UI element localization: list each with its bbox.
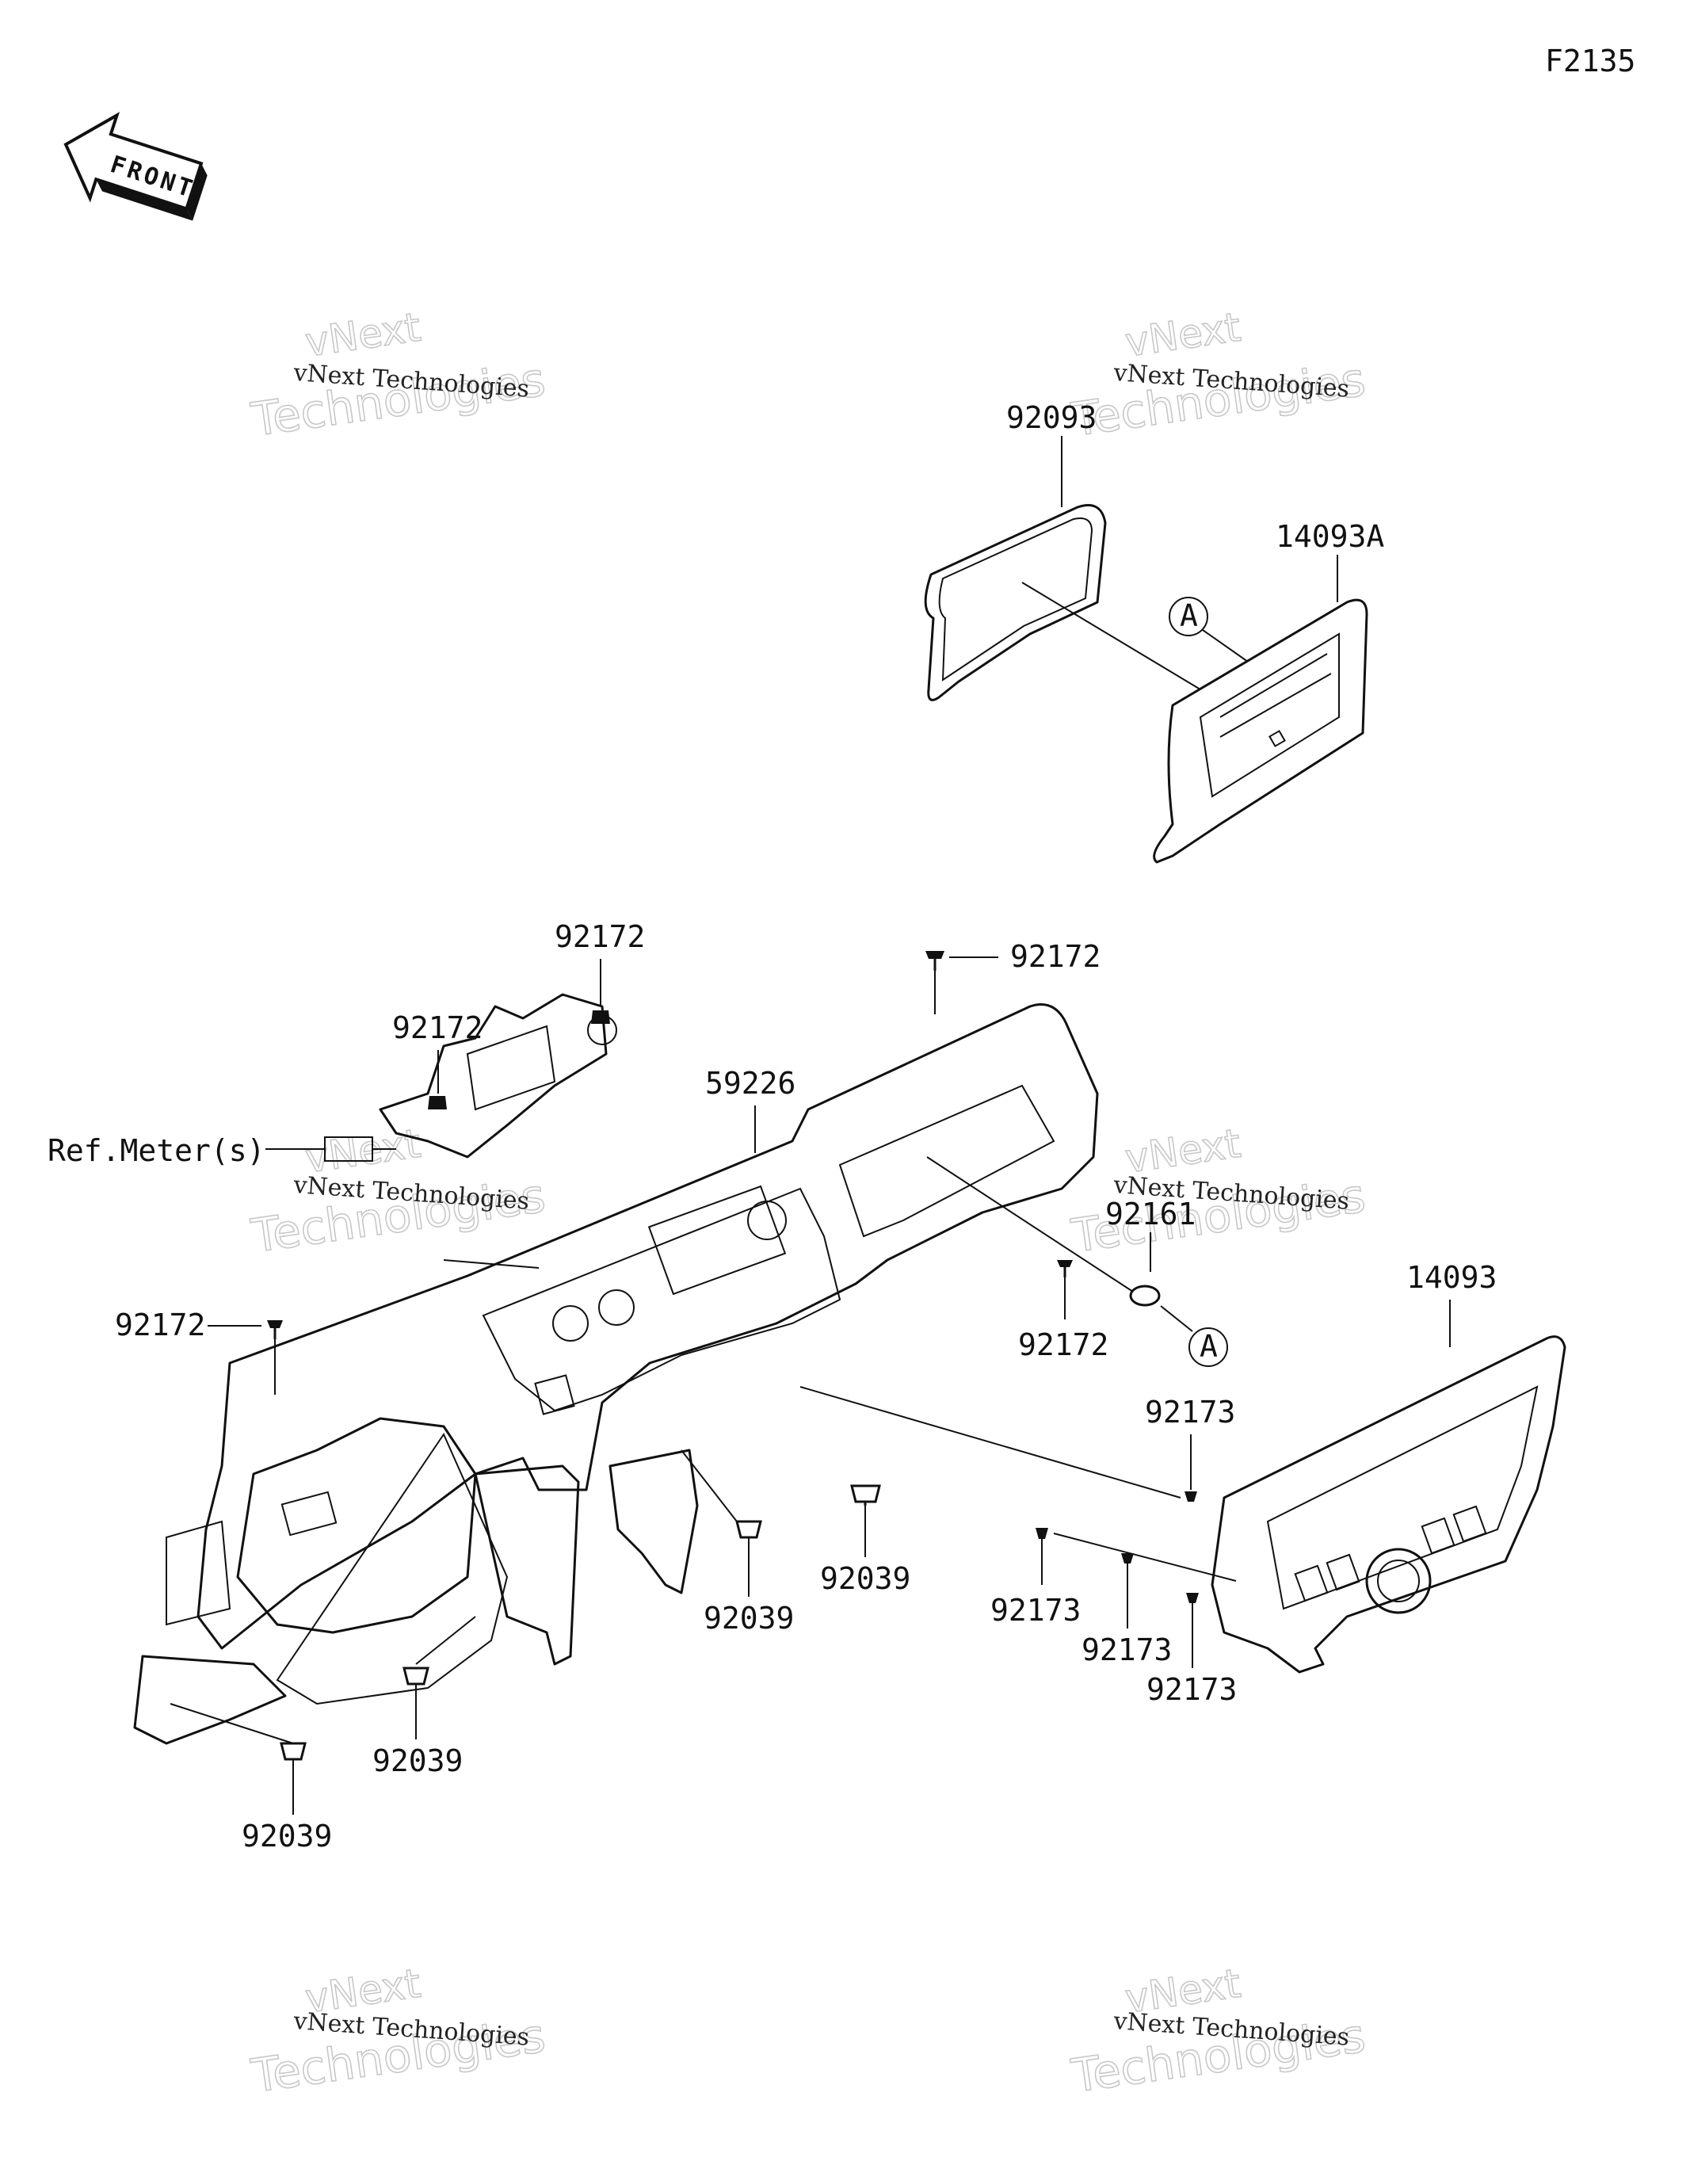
screw-icon — [1057, 1260, 1073, 1277]
circle-ref-a-top — [1169, 597, 1208, 636]
nut-icon — [428, 1096, 447, 1109]
callout-92172-top-right: 92172 — [1010, 939, 1101, 974]
svg-text:vNext: vNext — [1123, 304, 1244, 366]
callout-92039-low: 92039 — [372, 1743, 463, 1778]
callout-92172-upper-left: 92172 — [392, 1010, 483, 1045]
fastener-icon — [850, 1484, 881, 1506]
callout-92172-mid-right: 92172 — [1018, 1327, 1108, 1362]
callout-92161: 92161 — [1105, 1197, 1196, 1231]
clip-icon — [1036, 1528, 1048, 1539]
callout-92172-left: 92172 — [115, 1308, 205, 1342]
clip-icon — [1121, 1553, 1134, 1564]
circle-ref-a-bottom — [1188, 1327, 1228, 1367]
fastener-icon — [735, 1520, 762, 1539]
fastener-icon — [280, 1742, 307, 1761]
callout-92173-top: 92173 — [1145, 1395, 1235, 1430]
part-92093-seal — [924, 504, 1201, 701]
callout-92173-left: 92173 — [990, 1593, 1081, 1628]
figure-code: F2135 — [1545, 44, 1635, 78]
callout-92039-mid: 92039 — [704, 1601, 794, 1636]
callout-14093A: 14093A — [1276, 519, 1384, 554]
callout-92039-mid-right: 92039 — [820, 1561, 910, 1596]
part-14093A-lid — [1153, 598, 1368, 864]
callout-59226: 59226 — [705, 1066, 795, 1101]
screw-icon — [925, 951, 944, 971]
circle-ref-a-top-label: A — [1180, 598, 1198, 633]
callout-92173-right: 92173 — [1146, 1672, 1237, 1707]
callout-92093: 92093 — [1006, 400, 1097, 435]
callout-92039-bottom: 92039 — [242, 1819, 332, 1854]
callout-92173-mid: 92173 — [1082, 1632, 1172, 1667]
clip-icon — [1186, 1593, 1199, 1603]
clip-icon — [1185, 1491, 1197, 1502]
grommet-icon — [1129, 1285, 1161, 1307]
ref-meter-label: Ref.Meter(s) — [48, 1133, 265, 1168]
nut-icon — [591, 1010, 610, 1024]
svg-text:vNext: vNext — [303, 304, 424, 366]
front-arrow-icon: FRONT — [63, 112, 208, 221]
part-14093-panel — [1211, 1335, 1566, 1674]
callout-14093: 14093 — [1406, 1260, 1497, 1295]
part-59226-dashboard — [133, 1003, 1099, 1745]
screw-icon — [267, 1320, 283, 1339]
circle-ref-a-bottom-label: A — [1200, 1329, 1218, 1364]
fastener-icon — [402, 1667, 429, 1686]
callout-92172-top: 92172 — [555, 919, 645, 954]
